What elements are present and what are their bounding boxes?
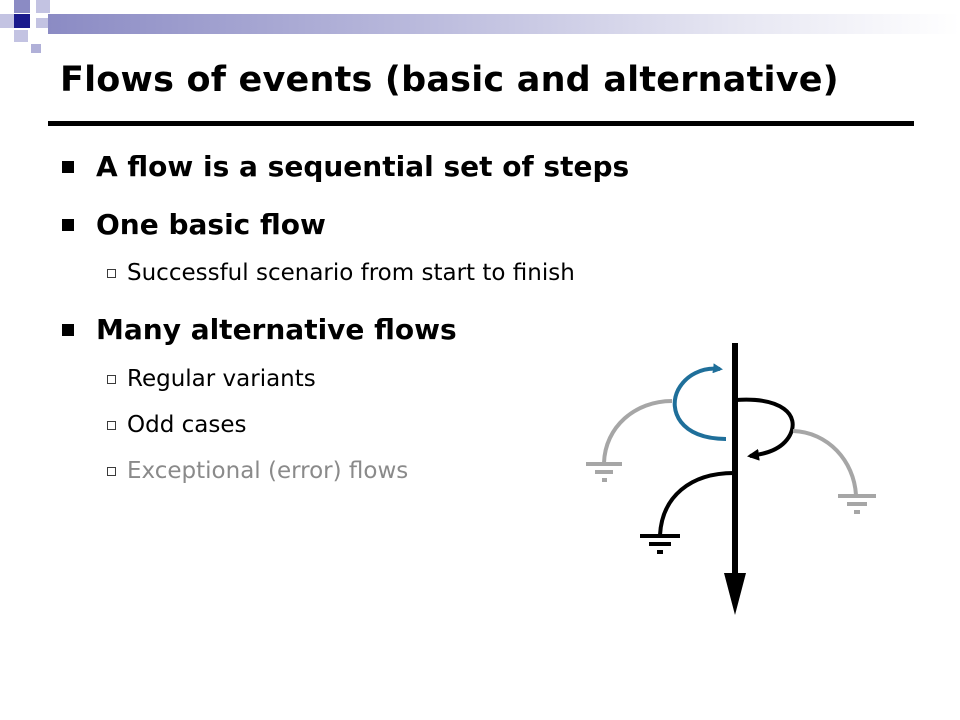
square-bullet-icon [62, 323, 74, 336]
square-bullet-icon [62, 160, 74, 173]
bullet-item: A flow is a sequential set of steps [62, 150, 629, 183]
basic-flow-arrowhead-icon [724, 573, 746, 615]
termination-ground-icon [640, 534, 680, 554]
exception-branch-lower [658, 471, 735, 536]
sub-bullet-text: Exceptional (error) flows [127, 458, 409, 484]
sub-bullet-item: Regular variants [107, 366, 316, 392]
bullet-text: A flow is a sequential set of steps [96, 150, 630, 183]
exception-branch-right [792, 429, 858, 496]
flow-diagram [586, 343, 876, 615]
termination-ground-icon [838, 494, 876, 514]
hollow-square-bullet-icon [107, 374, 116, 384]
sub-bullet-text: Regular variants [127, 366, 316, 392]
sub-bullet-item: Exceptional (error) flows [107, 458, 408, 484]
bullet-item: One basic flow [62, 208, 326, 241]
decorative-gradient-bar [48, 14, 960, 34]
sub-bullet-text: Odd cases [127, 412, 247, 438]
slide-title: Flows of events (basic and alternative) [60, 60, 839, 100]
bullet-text: One basic flow [96, 208, 326, 241]
termination-ground-icon [586, 462, 622, 482]
hollow-square-bullet-icon [107, 466, 116, 476]
sub-bullet-item: Odd cases [107, 412, 246, 438]
sub-bullet-item: Successful scenario from start to finish [107, 260, 575, 286]
exception-branch-left [602, 399, 673, 464]
square-bullet-icon [62, 218, 74, 231]
rejoin-flow-arrow [735, 397, 795, 461]
bullet-item: Many alternative flows [62, 313, 457, 346]
decorative-squares [0, 0, 50, 53]
hollow-square-bullet-icon [107, 268, 116, 278]
title-underline [48, 121, 914, 126]
bullet-text: Many alternative flows [96, 313, 457, 346]
loop-back-flow-arrow [672, 363, 727, 441]
sub-bullet-text: Successful scenario from start to finish [127, 260, 575, 286]
hollow-square-bullet-icon [107, 420, 116, 430]
